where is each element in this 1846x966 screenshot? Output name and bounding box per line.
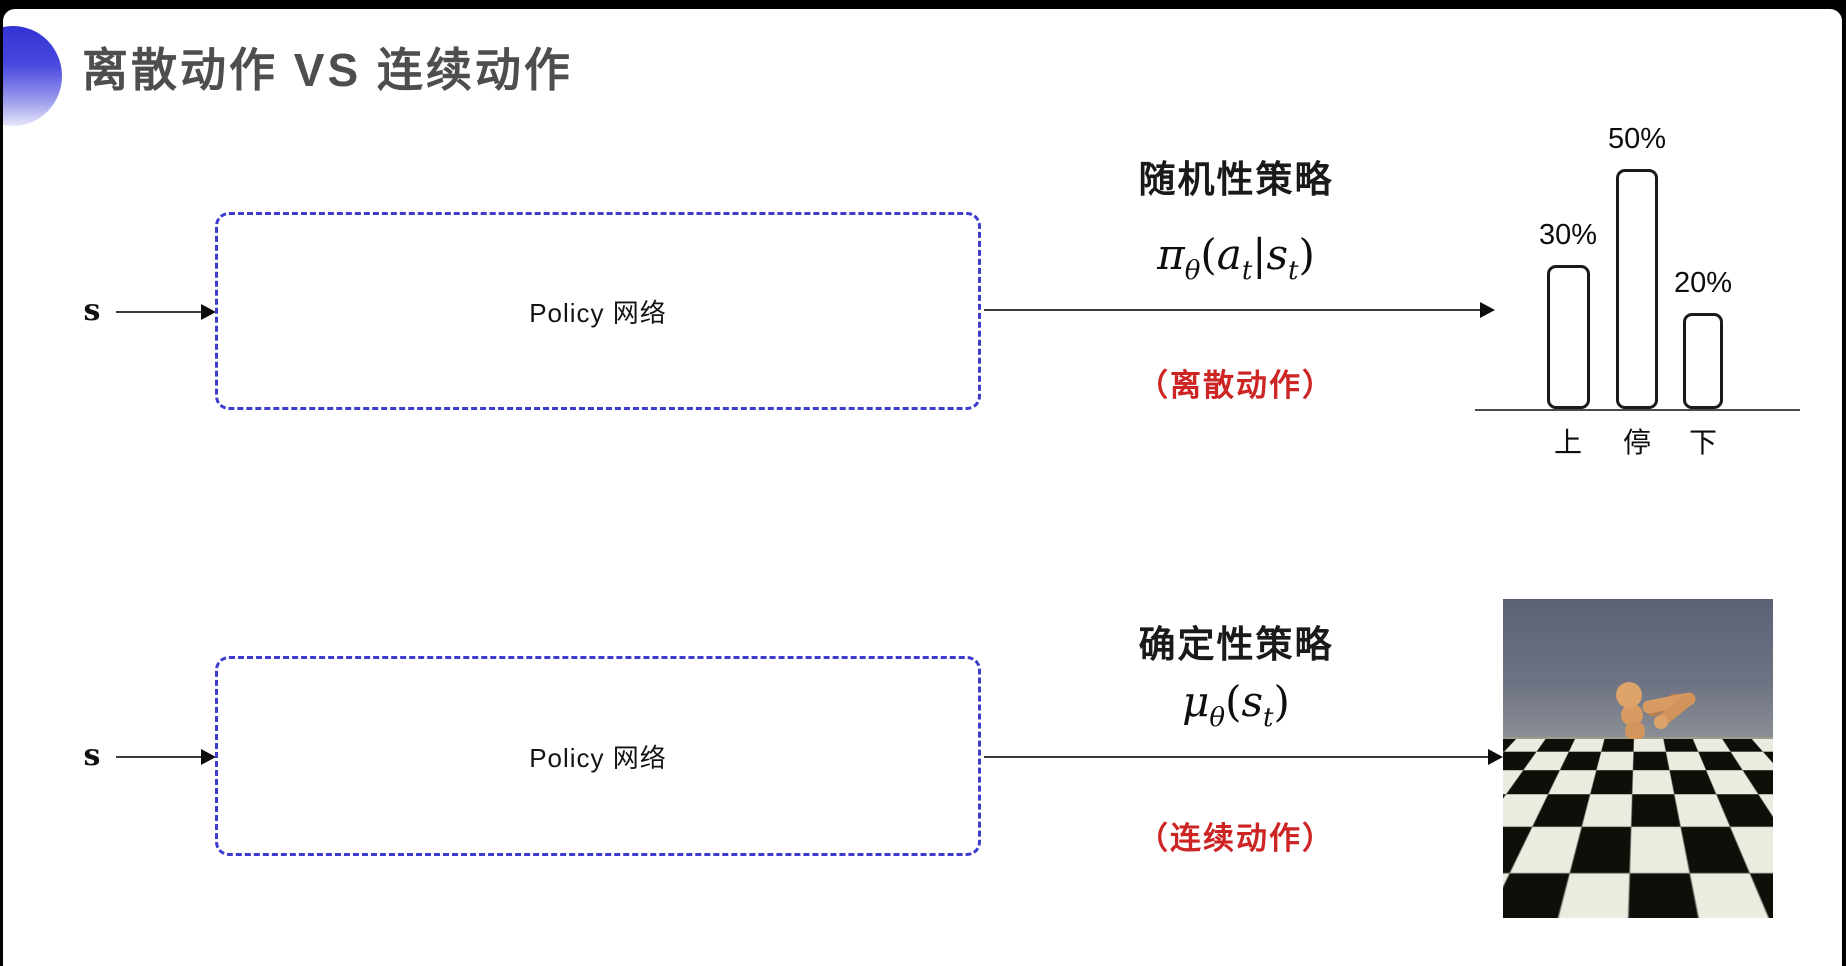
state-input-label-row2: s [83,738,101,773]
arrow-shaft [984,756,1489,758]
bar-下 [1683,313,1723,409]
arrow-shaft [116,756,202,758]
policy-type-title: 确定性策略 [1138,624,1334,665]
policy-network-box-row2: Policy 网络 [215,656,981,856]
state-input-label-row1: s [83,293,101,328]
policy-type-title: 随机性策略 [1138,159,1334,200]
bar-category-label: 停 [1622,427,1651,458]
bar-停 [1616,169,1658,409]
action-type-note: （离散动作） [1137,368,1335,403]
page-title: 离散动作 VS 连续动作 [82,44,573,96]
arrow-right-icon [1480,302,1495,318]
bar-category-label: 上 [1553,427,1582,458]
header-accent-icon [3,26,62,126]
arrow-shaft [116,311,202,313]
bar-category-label: 下 [1688,427,1717,458]
output-arrow-row1 [984,302,1495,318]
policy-network-label: Policy 网络 [529,742,667,773]
bar-value-label: 20% [1673,267,1733,299]
humanoid-simulation-image [1503,599,1773,918]
policy-network-label: Policy 网络 [529,297,667,328]
bar-上 [1546,265,1590,409]
input-arrow-row2 [116,749,216,765]
chart-baseline [1475,409,1800,411]
arrow-right-icon [1488,749,1503,765]
humanoid-robot-figure [1570,682,1696,918]
bar-value-label: 50% [1607,123,1667,155]
policy-formula: μθ(st) [1182,677,1290,733]
slide-content: 离散动作 VS 连续动作 s Policy 网络 随机性策略 πθ(at|st)… [3,9,1842,966]
arrow-right-icon [201,304,216,320]
bar-value-label: 30% [1538,219,1598,251]
output-arrow-row2 [984,749,1503,765]
input-arrow-row1 [116,304,216,320]
policy-network-box-row1: Policy 网络 [215,212,981,410]
slide: 离散动作 VS 连续动作 s Policy 网络 随机性策略 πθ(at|st)… [3,9,1842,966]
action-bar-chart: 30% 上 50% 停 20% 下 [1470,95,1810,465]
arrow-right-icon [201,749,216,765]
arrow-shaft [984,309,1481,311]
policy-formula: πθ(at|st) [1157,230,1315,286]
action-type-note: （连续动作） [1137,821,1335,856]
